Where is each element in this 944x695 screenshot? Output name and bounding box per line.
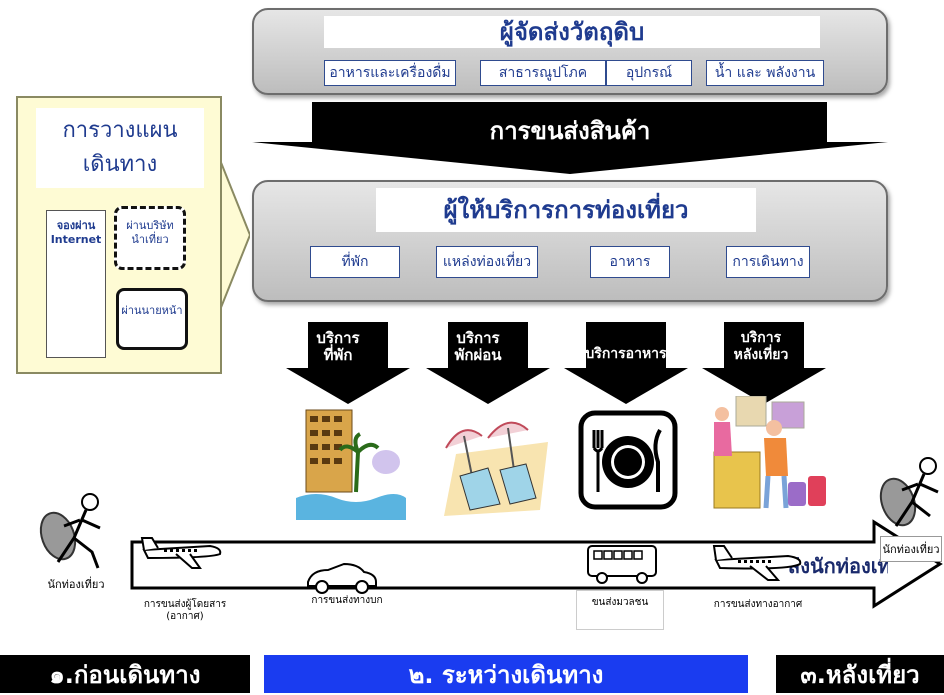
provider-lodging: ที่พัก (310, 246, 400, 278)
agency-box: ผ่านบริษัท นำเที่ยว (114, 206, 186, 270)
suppliers-panel: ผู้จัดส่งวัตถุดิบ อาหารและเครื่องดื่ม สา… (252, 8, 888, 95)
stage-after: ๓.หลังเที่ยว (776, 655, 944, 693)
mass-transit-label: ขนส่งมวลชน (576, 590, 664, 630)
goods-arrow (252, 102, 888, 174)
internet-line1: จองผ่าน (56, 219, 96, 232)
tourist-right-icon (879, 457, 939, 527)
service-lodging-line2: ที่พัก (323, 346, 353, 364)
provider-attractions: แหล่งท่องเที่ยว (436, 246, 538, 278)
transport-banner: ส่งนักท่องเที่ยว (788, 554, 888, 578)
dinner-plate-icon (578, 410, 678, 510)
stage-during: ๒. ระหว่างเดินทาง (264, 655, 748, 693)
car-icon (307, 562, 377, 594)
service-arrow-leisure (426, 322, 550, 404)
service-food-label: บริการอาหาร (574, 346, 678, 363)
service-food-line1: บริการอาหาร (585, 346, 667, 362)
service-leisure-label: บริการ พักผ่อน (450, 330, 506, 364)
providers-title: ผู้ให้บริการการท่องเที่ยว (376, 188, 756, 232)
airplane-left-icon (140, 537, 222, 569)
bus-icon (587, 545, 657, 584)
supplier-water-energy: น้ำ และ พลังงาน (706, 60, 824, 86)
supplier-utilities: สาธารณูปโภค (480, 60, 606, 86)
planning-panel: การวางแผน เดินทาง จองผ่าน Internet ผ่านบ… (16, 96, 222, 374)
service-lodging-label: บริการ ที่พัก (310, 330, 366, 364)
service-after-line1: บริการ (740, 330, 782, 346)
shopping-people-icon (713, 396, 826, 509)
service-leisure-line2: พักผ่อน (454, 346, 502, 364)
supplier-food: อาหารและเครื่องดื่ม (324, 60, 456, 86)
tourist-left-icon (39, 493, 101, 569)
tourist-right-label: นักท่องเที่ยว (880, 536, 942, 562)
service-arrow-after (702, 322, 826, 404)
broker-box: ผ่านนายหน้า (116, 288, 188, 350)
airplane-right-icon (712, 545, 802, 581)
beach-chairs-icon (444, 421, 548, 516)
service-arrows (286, 322, 826, 404)
agency-line2: นำเที่ยว (131, 233, 169, 246)
agency-line1: ผ่านบริษัท (126, 219, 174, 232)
providers-panel: ผู้ให้บริการการท่องเที่ยว ที่พัก แหล่งท่… (252, 180, 888, 302)
planning-title-box: การวางแผน เดินทาง (36, 108, 204, 188)
service-after-line2: หลังเที่ยว (733, 347, 789, 363)
planning-title-line1: การวางแผน (62, 118, 178, 143)
air-transport-label: การขนส่งทางอากาศ (710, 598, 806, 614)
service-leisure-line1: บริการ (456, 329, 500, 347)
air-passenger-label: การขนส่งผู้โดยสาร (อากาศ) (138, 596, 232, 628)
service-arrow-food (564, 322, 688, 404)
air-passenger-line2: (อากาศ) (166, 611, 204, 622)
supplier-equipment: อุปกรณ์ (606, 60, 692, 86)
air-passenger-line1: การขนส่งผู้โดยสาร (143, 599, 227, 610)
tourist-left-label: นักท่องเที่ยว (40, 572, 112, 598)
service-after-label: บริการ หลังเที่ยว (722, 330, 800, 364)
suppliers-title: ผู้จัดส่งวัตถุดิบ (324, 16, 820, 48)
service-arrow-lodging (286, 322, 410, 404)
internet-line2: Internet (50, 233, 102, 246)
service-lodging-line1: บริการ (316, 329, 360, 347)
goods-arrow-label: การขนส่งสินค้า (489, 117, 651, 145)
provider-travel: การเดินทาง (726, 246, 810, 278)
booking-internet-box: จองผ่าน Internet (46, 210, 106, 358)
planning-title-line2: เดินทาง (82, 152, 158, 177)
provider-food: อาหาร (590, 246, 670, 278)
land-transport-label: การขนส่งทางบก (304, 594, 390, 610)
hotel-icon (296, 409, 406, 520)
stage-before: ๑.ก่อนเดินทาง (0, 655, 250, 693)
